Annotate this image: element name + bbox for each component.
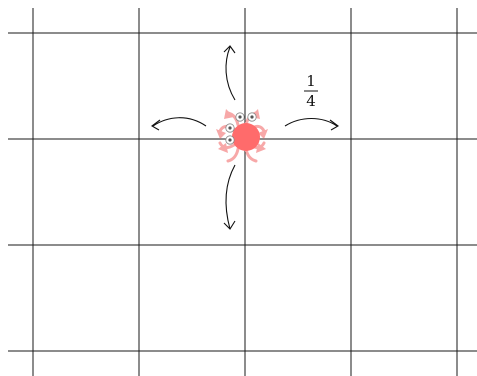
arrow-up xyxy=(224,46,235,100)
arrow-left xyxy=(152,118,206,130)
fraction-denominator: 4 xyxy=(306,92,316,110)
fraction-numerator: 1 xyxy=(306,72,316,90)
grid xyxy=(8,8,477,376)
arrow-down xyxy=(224,165,235,229)
arrow-right xyxy=(285,119,338,131)
probability-fraction: 1 4 xyxy=(304,72,318,110)
crab-icon xyxy=(216,109,268,161)
